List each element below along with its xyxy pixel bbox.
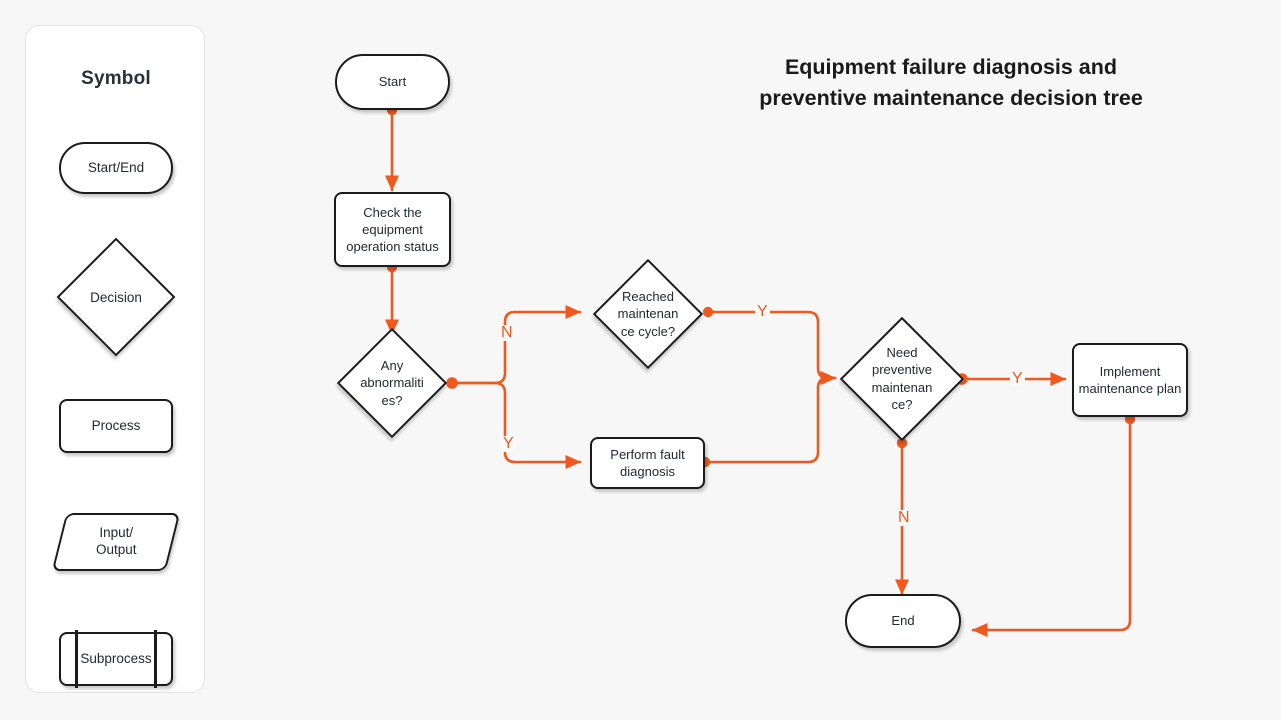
- node-need-preventive-maintenance[interactable]: Need preventive maintenan ce?: [839, 313, 965, 444]
- node-reached-maintenance-cycle-label: Reached maintenan ce cycle?: [617, 289, 679, 339]
- node-implement-maintenance-plan[interactable]: Implement maintenance plan: [1072, 343, 1188, 417]
- subprocess-bar-right: [154, 630, 157, 688]
- legend-symbol-decision: Decision: [53, 237, 179, 357]
- node-reached-maintenance-cycle[interactable]: Reached maintenan ce cycle?: [588, 258, 708, 370]
- node-perform-fault-diagnosis-label: Perform fault diagnosis: [610, 446, 685, 479]
- subprocess-bar-left: [75, 630, 78, 688]
- page-title-line-1: Equipment failure diagnosis and: [784, 55, 1118, 79]
- port-dot-abnormal-right: [446, 377, 458, 389]
- edge-abnormal-cycle: [450, 304, 582, 385]
- node-check-equipment-label: Check the equipment operation status: [346, 204, 439, 255]
- legend-label-start-end: Start/End: [87, 159, 145, 175]
- edge-diagnosis-need: [703, 370, 837, 464]
- legend-label-process: Process: [91, 417, 141, 433]
- node-check-equipment[interactable]: Check the equipment operation status: [334, 192, 451, 267]
- legend-title: Symbol: [81, 68, 151, 89]
- edge-label-abnormal-yes: Y: [501, 435, 516, 452]
- legend-label-subprocess: Subprocess: [80, 650, 152, 666]
- node-end-label: End: [891, 613, 915, 629]
- edge-abnormal-diagnosis: [450, 381, 582, 470]
- connector-dots: [386, 104, 1136, 468]
- page-title-line-2: preventive maintenance decision tree: [759, 85, 1143, 110]
- node-need-preventive-maintenance-label: Need preventive maintenan ce?: [871, 344, 933, 412]
- node-end[interactable]: End: [845, 594, 961, 648]
- edge-implement-end: [971, 417, 1132, 638]
- port-dot-need-bottom: [896, 437, 908, 449]
- node-any-abnormalities-label: Any abnormaliti es?: [360, 358, 424, 408]
- edge-cycle-need: [706, 310, 837, 386]
- edge-label-need-no: N: [896, 509, 912, 526]
- legend-item-decision: Decision: [26, 237, 206, 357]
- legend-label-decision: Decision: [90, 289, 142, 305]
- legend-symbol-process: Process: [59, 399, 173, 453]
- node-start-label: Start: [378, 74, 407, 90]
- legend-item-process: Process: [26, 399, 206, 453]
- edge-label-abnormal-no: N: [499, 324, 515, 341]
- port-dot-cycle-right: [702, 306, 714, 318]
- page-title: Equipment failure diagnosis and preventi…: [716, 52, 1186, 113]
- legend-symbol-start-end: Start/End: [59, 142, 173, 194]
- edge-label-cycle-yes: Y: [755, 303, 770, 320]
- node-any-abnormalities[interactable]: Any abnormaliti es?: [332, 327, 452, 439]
- node-perform-fault-diagnosis[interactable]: Perform fault diagnosis: [590, 437, 705, 489]
- legend-item-subprocess: Subprocess: [26, 630, 206, 688]
- legend-symbol-subprocess: Subprocess: [59, 630, 173, 688]
- node-implement-maintenance-plan-label: Implement maintenance plan: [1078, 363, 1182, 396]
- edge-label-need-yes: Y: [1010, 370, 1025, 387]
- legend-item-start-end: Start/End: [26, 142, 206, 194]
- legend-panel: Symbol Start/End Decision Process Input/…: [25, 25, 205, 693]
- node-start[interactable]: Start: [335, 54, 450, 110]
